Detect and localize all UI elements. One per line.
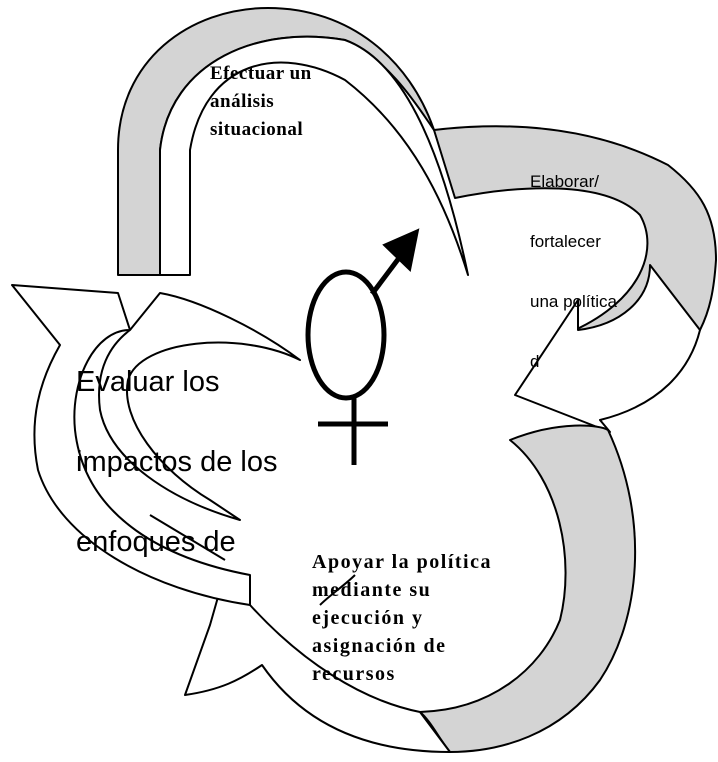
arrow-implementation-band (419, 424, 637, 753)
arrow-analysis-front (159, 35, 469, 276)
step-evaluation-label: Evaluar los impactos de los enfoques de (76, 366, 278, 558)
step-implementation-label: Apoyar la política mediante su ejecución… (312, 551, 492, 685)
arrow-evaluation-inner (98, 292, 301, 521)
step-policy-label: Elaborar/ fortalecer una política d (530, 172, 617, 371)
arrow-evaluation-front (11, 284, 251, 606)
arrow-implementation-front (184, 589, 451, 753)
arrow-connector-line (149, 514, 356, 606)
gender-symbol-icon (305, 228, 420, 465)
arrow-policy-head (514, 264, 701, 433)
step-analysis-label: Efectuar un análisis situacional (210, 63, 312, 140)
